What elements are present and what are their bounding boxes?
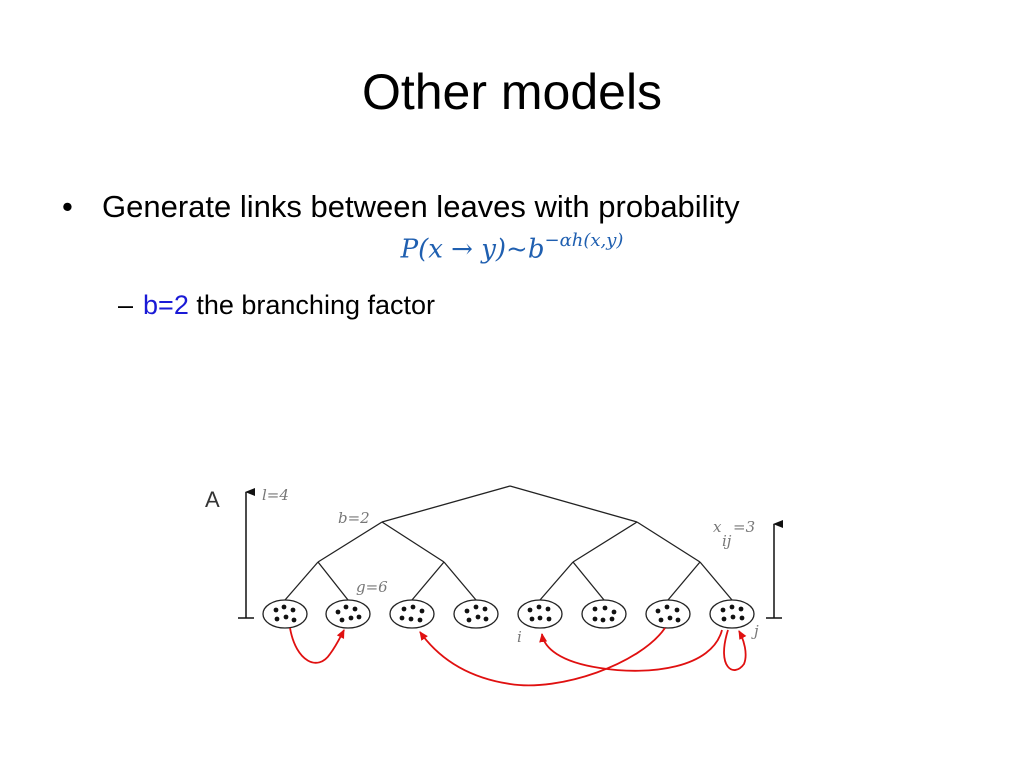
bullet-text: Generate links between leaves with proba… [102, 189, 740, 224]
sub-bullet-text: the branching factor [196, 290, 436, 320]
level-arrow-right [766, 520, 783, 619]
link-1-2 [289, 627, 345, 664]
link-8-5 [539, 629, 723, 672]
label-j: j [751, 622, 759, 640]
label-l: l=4 [262, 486, 289, 504]
label-x: x [713, 518, 722, 536]
label-ij: ij [722, 532, 732, 550]
label-A: A [205, 487, 220, 512]
slide-title: Other models [361, 64, 663, 120]
level-arrow-left [238, 488, 255, 619]
leaf-group-4 [453, 599, 499, 629]
formula-base: P(x → y)~b [400, 234, 545, 265]
branching-factor-value: b=2 [143, 290, 189, 320]
tree-edges [284, 485, 733, 601]
leaf-group-6 [581, 599, 627, 629]
leaf-groups [262, 599, 755, 629]
sub-bullet-item: –b=2 the branching factor [118, 289, 435, 321]
label-b: b=2 [338, 509, 370, 527]
leaf-dots [273, 604, 745, 623]
label-i: i [517, 628, 522, 646]
leaf-group-8 [709, 599, 755, 629]
leaf-group-2 [325, 599, 371, 629]
red-links [289, 627, 747, 687]
leaf-group-7 [645, 599, 691, 629]
formula-exponent: −αh(x,y) [544, 230, 624, 251]
leaf-group-3 [389, 599, 435, 629]
bullet-dot: • [62, 189, 73, 224]
sub-bullet-dash: – [118, 290, 134, 320]
link-8-self [723, 629, 747, 671]
probability-formula: P(x → y)~b−αh(x,y) [0, 230, 1024, 265]
leaf-group-5 [517, 599, 563, 629]
leaf-group-1 [262, 599, 308, 629]
label-eq3: =3 [733, 518, 755, 536]
label-g: g=6 [356, 578, 388, 596]
link-7-3 [419, 627, 666, 687]
